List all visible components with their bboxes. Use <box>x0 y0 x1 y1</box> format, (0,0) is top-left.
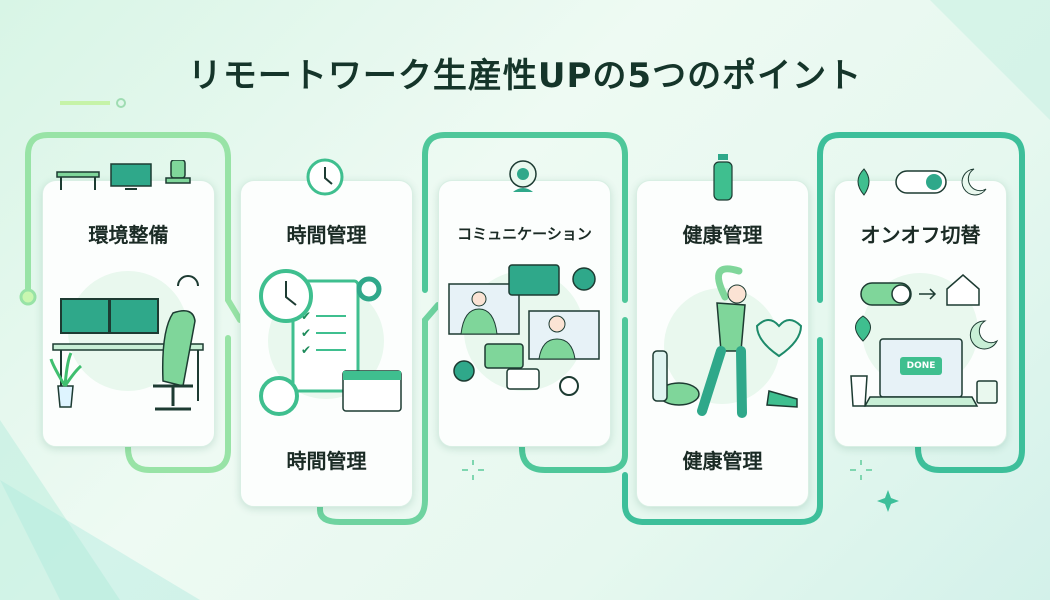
card-5-top-icons <box>857 168 987 196</box>
card-health-management: 健康管理 健康管理 <box>636 180 809 507</box>
sneaker-icon <box>766 390 798 408</box>
page-title: リモートワーク生産性UPの5つのポイント <box>187 56 863 96</box>
heart-icon <box>755 319 803 358</box>
desk-setup-illustration <box>49 271 204 411</box>
mug-icon <box>976 380 998 404</box>
card-time-management: ✔ ✔ ✔ 時間管理 時間管理 <box>240 180 413 507</box>
done-button[interactable]: DONE <box>906 361 936 371</box>
card-title: コミュニケーション <box>457 225 592 243</box>
card-environment: 環境整備 <box>42 180 215 447</box>
clock-checklist-calendar-illustration: ✔ ✔ ✔ <box>259 269 402 416</box>
card-title: オンオフ切替 <box>860 223 981 247</box>
office-chair-icon <box>165 160 191 184</box>
star-icon <box>877 490 899 512</box>
card-1-top-icons <box>56 160 191 190</box>
svg-text:✔: ✔ <box>301 343 311 357</box>
laptop-done-illustration <box>850 273 999 407</box>
card-title: 健康管理 <box>682 223 763 247</box>
video-call-illustration <box>448 264 600 396</box>
card-footer-label: 時間管理 <box>286 449 367 473</box>
card-on-off-switch: DONE オンオフ切替 <box>834 180 1007 447</box>
webcam-icon <box>509 160 537 192</box>
leaf-icon <box>857 168 870 196</box>
card-title: 環境整備 <box>88 223 169 247</box>
coffee-cup-icon <box>850 375 868 407</box>
stretching-illustration <box>652 265 803 418</box>
sparkle-icon <box>462 460 872 480</box>
card-communication: コミュニケーション <box>438 180 611 447</box>
moon-icon <box>961 168 987 196</box>
moon-icon <box>969 320 999 350</box>
desk-icon <box>56 171 100 190</box>
water-bottle-icon <box>713 154 733 201</box>
card-title: 時間管理 <box>286 223 367 247</box>
card-footer-label: 健康管理 <box>682 449 763 473</box>
clock-icon <box>306 158 344 196</box>
monitor-icon <box>110 163 152 190</box>
leaf-icon <box>855 315 871 342</box>
svg-text:✔: ✔ <box>301 326 311 340</box>
svg-text:✔: ✔ <box>301 309 311 323</box>
gear-icon <box>356 276 382 302</box>
home-icon <box>946 274 980 306</box>
